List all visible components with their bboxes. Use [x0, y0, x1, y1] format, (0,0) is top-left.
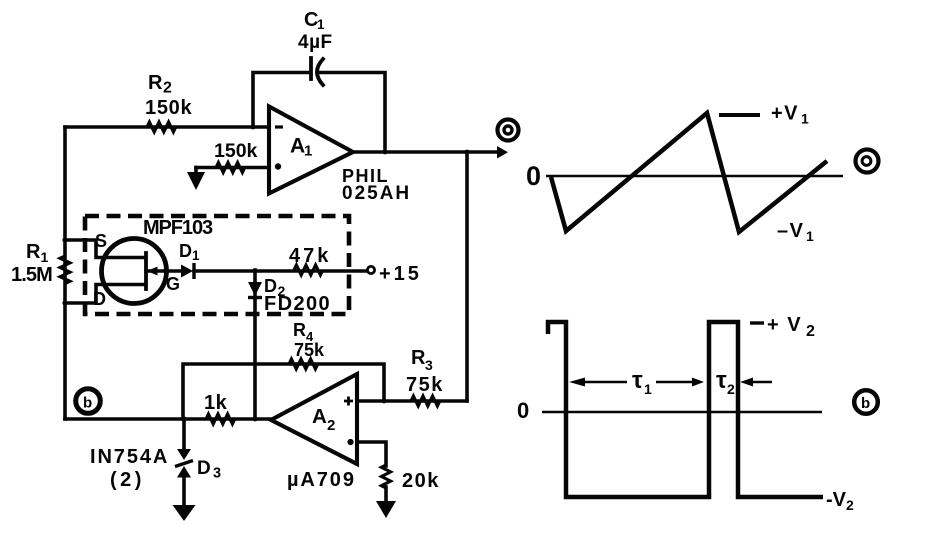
svg-text:R: R	[293, 320, 306, 340]
svg-text:D: D	[93, 289, 106, 309]
svg-text:b: b	[861, 395, 870, 412]
svg-text:1k: 1k	[204, 392, 228, 414]
svg-text:S: S	[95, 231, 107, 251]
svg-text:025AH: 025AH	[342, 183, 411, 204]
svg-text:+ V: + V	[767, 314, 802, 336]
svg-text:D: D	[197, 458, 211, 479]
svg-text:75k: 75k	[294, 340, 325, 360]
svg-text:(2): (2)	[110, 469, 145, 491]
svg-text:IN754A: IN754A	[90, 446, 169, 468]
svg-text:R: R	[148, 72, 163, 94]
svg-text:47k: 47k	[289, 245, 331, 267]
svg-text:75k: 75k	[406, 374, 444, 396]
svg-text:3: 3	[213, 466, 221, 482]
svg-text:G: G	[166, 274, 180, 294]
svg-text:2: 2	[327, 417, 335, 434]
svg-text:D: D	[179, 241, 192, 261]
svg-text:1: 1	[192, 248, 200, 263]
svg-text:20k: 20k	[402, 470, 440, 492]
svg-text:0: 0	[526, 161, 541, 191]
svg-text:τ: τ	[716, 367, 727, 394]
svg-text:+15: +15	[379, 263, 422, 285]
svg-text:R: R	[26, 241, 41, 263]
svg-text:2: 2	[727, 381, 735, 397]
svg-text:2: 2	[806, 323, 815, 340]
svg-text:1: 1	[317, 17, 325, 32]
svg-text:C: C	[304, 9, 318, 31]
svg-text:0: 0	[517, 398, 529, 423]
svg-text:1: 1	[644, 381, 652, 397]
svg-text:τ: τ	[632, 367, 643, 394]
svg-text:-V: -V	[826, 489, 847, 511]
svg-text:b: b	[83, 395, 92, 412]
svg-text:FD200: FD200	[264, 293, 331, 315]
svg-text:1: 1	[41, 249, 49, 265]
svg-text:3: 3	[425, 357, 433, 373]
svg-text:150k: 150k	[214, 140, 258, 162]
svg-text:+V: +V	[771, 103, 799, 125]
svg-text:D: D	[264, 276, 277, 296]
svg-text:A: A	[312, 405, 327, 428]
svg-text:PHIL: PHIL	[342, 166, 389, 186]
svg-text:–V: –V	[777, 220, 804, 242]
svg-text:1: 1	[806, 228, 814, 244]
svg-text:1.5M: 1.5M	[11, 264, 52, 286]
svg-text:µA709: µA709	[287, 469, 356, 491]
svg-text:4: 4	[306, 329, 314, 344]
svg-text:1: 1	[801, 111, 809, 127]
svg-text:R: R	[411, 347, 426, 369]
svg-text:150k: 150k	[145, 97, 192, 119]
svg-text:2: 2	[846, 497, 854, 513]
svg-text:A: A	[290, 135, 305, 158]
svg-text:4µF: 4µF	[298, 32, 333, 53]
svg-text:2: 2	[163, 80, 172, 97]
svg-text:1: 1	[304, 143, 312, 160]
svg-text:MPF103: MPF103	[143, 217, 213, 239]
svg-text:2: 2	[278, 283, 286, 299]
